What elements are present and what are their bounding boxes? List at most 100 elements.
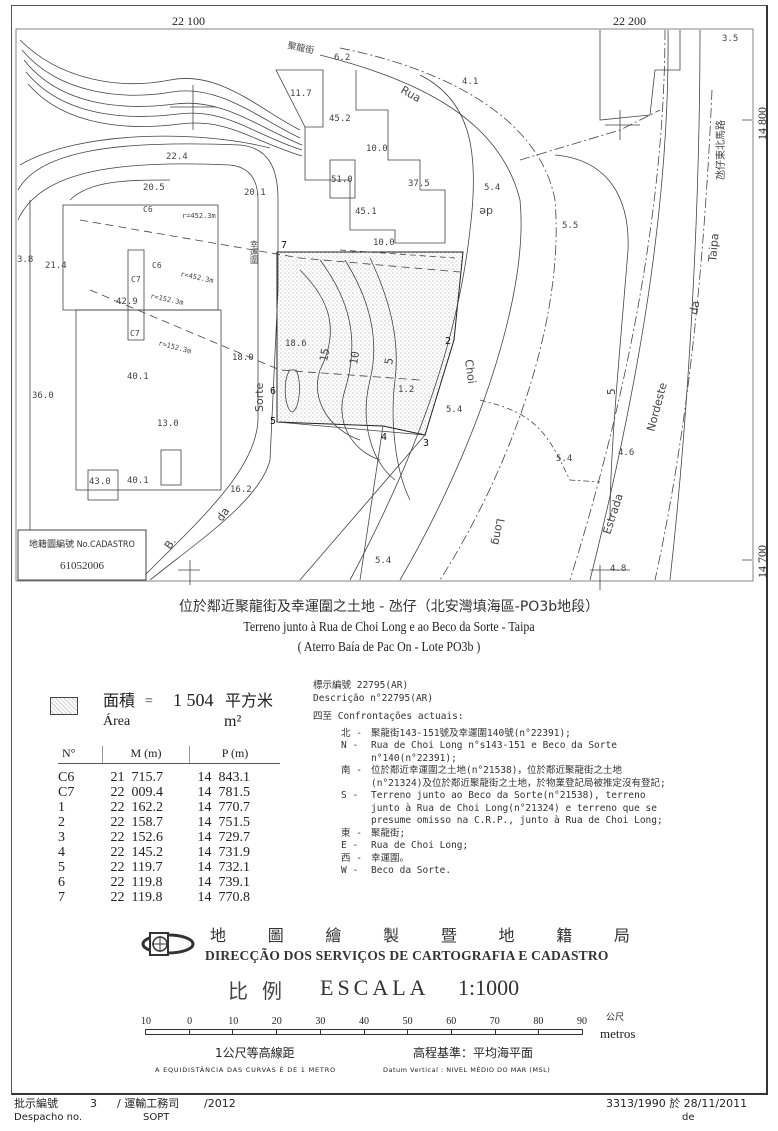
radius-label: r=152.3m [157, 339, 192, 355]
area-value: 1 504 [173, 690, 214, 710]
point-id: 5 [58, 860, 65, 875]
height-label: 20.1 [244, 188, 266, 198]
despacho-sopt: SOPT [143, 1112, 170, 1123]
direction-label: S - [341, 790, 359, 801]
street-label: Choi [462, 359, 478, 385]
street-label: da [687, 300, 702, 316]
height-label: 16.2 [230, 485, 252, 495]
department-char: 籍 [556, 926, 573, 945]
direction-label: N - [341, 740, 359, 751]
radius-label: r=452.3m [180, 270, 215, 285]
coord-p: 14 843.1 [197, 770, 251, 785]
height-label: 45.1 [355, 207, 377, 217]
scale-tick-label: 30 [315, 1016, 326, 1027]
confrontations-heading-pt: Confrontações actuais: [337, 711, 464, 722]
table-row: 6 22 119.8 14 739.1 [58, 875, 280, 890]
point-id: C6 [58, 770, 75, 785]
point-id: 7 [58, 890, 65, 905]
contour-label: 15 [317, 347, 332, 362]
scale-tick-label: 60 [446, 1016, 457, 1027]
contour-label: 5 [605, 388, 618, 395]
height-label: 45.2 [329, 114, 351, 124]
height-label: 43.0 [89, 477, 111, 487]
street-label: Taipa [706, 233, 722, 263]
map-linework [15, 28, 754, 590]
area-equals: = [145, 694, 153, 709]
confrontation-entry: 西 -幸運圍。 [313, 853, 666, 866]
height-label: 37.5 [408, 179, 430, 189]
height-label: 51.0 [331, 175, 353, 185]
confrontation-entry: 南 -位於鄰近幸運圍之土地(n°21538)，位於鄰近聚龍街之土地 (n°213… [313, 765, 666, 790]
point-id: 6 [58, 875, 65, 890]
height-label: 11.7 [290, 89, 312, 99]
department-name-zh: 地圖繪製暨地籍局 [210, 926, 630, 945]
area-label-pt: Área [103, 714, 131, 729]
confrontation-text: 位於鄰近幸運圍之土地(n°21538)，位於鄰近聚龍街之土地 (n°21324)… [371, 765, 666, 789]
scale-tick-label: 50 [402, 1016, 413, 1027]
height-label: 5.4 [556, 454, 572, 464]
confrontation-text: 聚龍街143-151號及幸運圍140號(n°22391); [371, 727, 571, 739]
document-frame [11, 5, 768, 1095]
confrontation-entry: N -Rua de Choi Long n°s143-151 e Beco da… [313, 740, 666, 765]
point-label: C7 [131, 275, 141, 284]
street-label-zh: 氹仔東北馬路 [714, 120, 727, 180]
cadastral-map: 22 100 22 200 14 800 14 700 聚龍街 6.2 Rua … [15, 14, 769, 590]
direction-label: 東 - [341, 827, 362, 839]
coord-m: 22 145.2 [110, 845, 164, 860]
grid-label-y-bottom: 14 700 [755, 545, 769, 578]
despacho-sopt-zh: / 運輸工務司 [117, 1097, 180, 1110]
coord-m: 22 158.7 [110, 815, 164, 830]
scale-tick-label: 0 [187, 1016, 193, 1027]
height-label: 21.4 [45, 261, 67, 271]
despacho-label-pt: Despacho no. [14, 1112, 83, 1123]
height-label: 10.0 [366, 144, 388, 154]
street-label: Long [489, 517, 506, 545]
contour-label: 10 [347, 350, 362, 365]
street-label: Nordeste [644, 381, 670, 433]
title-zh: 位於鄰近聚龍街及幸運圍之土地 - 氹仔（北安灣填海區-PO3b地段） [178, 599, 600, 615]
confrontation-text: 幸運圍。 [371, 852, 410, 864]
height-label: 40.1 [127, 372, 149, 382]
cadastro-box: 地籍圖編號 No.CADASTRO 61052006 [17, 529, 147, 581]
confrontation-entry: S - Terreno junto ao Beco da Sorte(n°2153… [313, 790, 666, 828]
width-label: 4.8 [610, 564, 626, 574]
grid-label-x-right: 22 200 [613, 14, 646, 28]
cadastro-label: 地籍圖編號 No.CADASTRO [29, 538, 135, 550]
despacho-de: de [682, 1112, 695, 1123]
point-id: 3 [58, 830, 65, 845]
vertical-datum-zh: 高程基準：平均海平面 [413, 1046, 534, 1060]
confrontation-text: Beco da Sorte. [371, 865, 452, 876]
confrontation-entry: E -Rua de Choi Long; [313, 840, 666, 853]
confrontation-text: Terreno junto ao Beco da Sorte(n°21538),… [371, 790, 663, 826]
scale-unit-zh: 公尺 [606, 1013, 625, 1023]
description-number-zh: 標示編號 22795(AR) [313, 680, 409, 691]
map-labels: 22 100 22 200 14 800 14 700 聚龍街 6.2 Rua … [17, 14, 769, 578]
grid-label-x-left: 22 100 [172, 14, 205, 28]
height-label: 5.5 [562, 221, 578, 231]
point-id: 2 [58, 815, 65, 830]
direction-label: 北 - [341, 727, 362, 739]
street-label: B. [162, 535, 179, 552]
width-label: 3.5 [722, 34, 738, 44]
coord-p: 14 739.1 [197, 875, 251, 890]
height-label: 1.2 [398, 385, 414, 395]
confrontation-text: 聚龍街; [371, 827, 406, 839]
description-block: 標示編號 22795(AR) Descrição n°22795(AR) 四至 … [313, 680, 666, 878]
coord-m: 22 152.6 [110, 830, 164, 845]
coord-m: 22 119.8 [110, 875, 163, 890]
width-label: 6.2 [334, 53, 350, 63]
street-label: Sorte [253, 382, 266, 412]
width-label: 5.4 [484, 183, 500, 193]
column-header: P (m) [189, 746, 280, 764]
vertex-label: 3 [423, 438, 429, 449]
height-label: 20.5 [143, 183, 165, 193]
height-label: 40.1 [127, 476, 149, 486]
direction-label: E - [341, 840, 359, 851]
column-header: N° [58, 746, 103, 764]
